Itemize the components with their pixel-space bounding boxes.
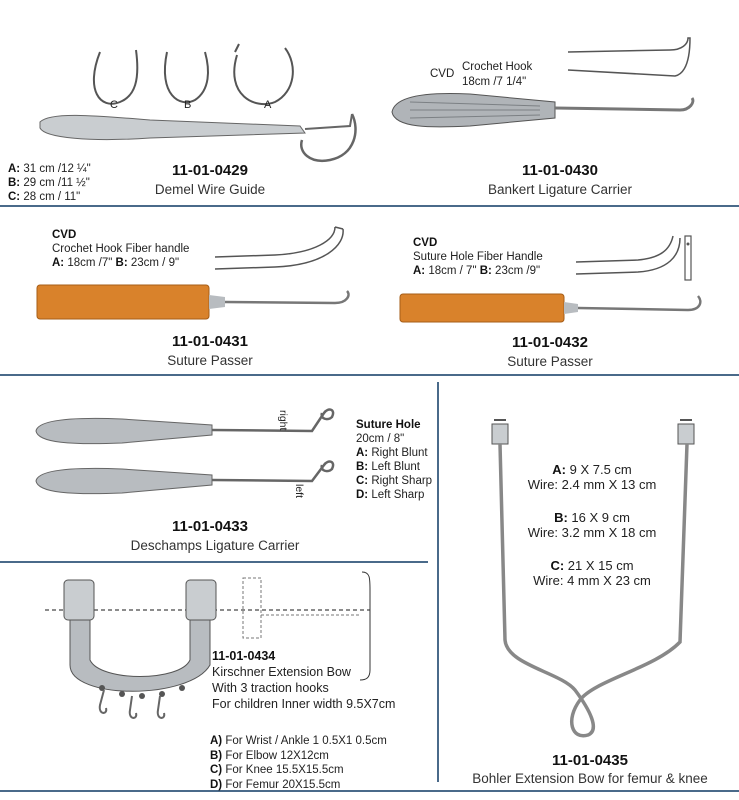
bankert-carrier-image bbox=[391, 37, 695, 128]
product-code: 11-01-0429 bbox=[172, 162, 248, 179]
suture-passer-0431-desc: CVD Crochet Hook Fiber handle A: 18cm /7… bbox=[52, 229, 190, 269]
demel-sizes: A: 31 cm /12 ¼" B: 29 cm /11 ½" C: 28 cm… bbox=[8, 163, 91, 203]
product-name: Demel Wire Guide bbox=[154, 182, 266, 197]
product-name: Suture Passer bbox=[507, 354, 593, 369]
product-name: Deschamps Ligature Carrier bbox=[130, 538, 300, 553]
kirschner-bow-image bbox=[45, 571, 371, 719]
product-name: Bohler Extension Bow for femur & knee bbox=[472, 771, 708, 786]
deschamps-carrier-image bbox=[35, 408, 335, 495]
suture-passer-0432-image bbox=[399, 235, 702, 323]
product-code: 11-01-0430 bbox=[522, 162, 598, 179]
label-left: left bbox=[293, 484, 305, 499]
hook-size: 18cm /7 1/4" bbox=[462, 76, 527, 88]
product-name: Suture Passer bbox=[167, 353, 253, 368]
tip-label-a: A bbox=[264, 99, 272, 111]
product-code: 11-01-0432 bbox=[512, 334, 588, 351]
label-right: right bbox=[277, 410, 289, 431]
suture-passer-0431-image bbox=[36, 226, 350, 320]
bohler-bow-image bbox=[491, 419, 695, 738]
product-code: 11-01-0434 bbox=[212, 649, 276, 663]
bohler-specs: A: 9 X 7.5 cm Wire: 2.4 mm X 13 cm B: 16… bbox=[527, 462, 657, 588]
tip-label-b: B bbox=[184, 99, 192, 111]
tip-label-c: C bbox=[110, 99, 118, 111]
product-code: 11-01-0433 bbox=[172, 518, 248, 535]
divider-vertical bbox=[437, 382, 439, 782]
deschamps-options: Suture Hole 20cm / 8" A: Right Blunt B: … bbox=[356, 419, 433, 501]
kirschner-options: A) For Wrist / Ankle 1 0.5X1 0.5cm B) Fo… bbox=[210, 735, 387, 791]
kirschner-desc: 11-01-0434 Kirschner Extension Bow With … bbox=[212, 649, 396, 711]
cvd-label: CVD bbox=[430, 68, 455, 80]
product-name: Bankert Ligature Carrier bbox=[487, 182, 633, 197]
hook-label: Crochet Hook bbox=[462, 61, 533, 73]
product-code: 11-01-0435 bbox=[552, 752, 628, 769]
demel-wire-guide-image bbox=[39, 43, 357, 163]
divider-mid bbox=[0, 374, 739, 376]
divider-top bbox=[0, 205, 739, 207]
suture-passer-0432-desc: CVD Suture Hole Fiber Handle A: 18cm / 7… bbox=[413, 237, 543, 277]
divider-bottom bbox=[0, 790, 739, 792]
product-code: 11-01-0431 bbox=[172, 333, 248, 350]
divider-left-lower bbox=[0, 561, 428, 563]
